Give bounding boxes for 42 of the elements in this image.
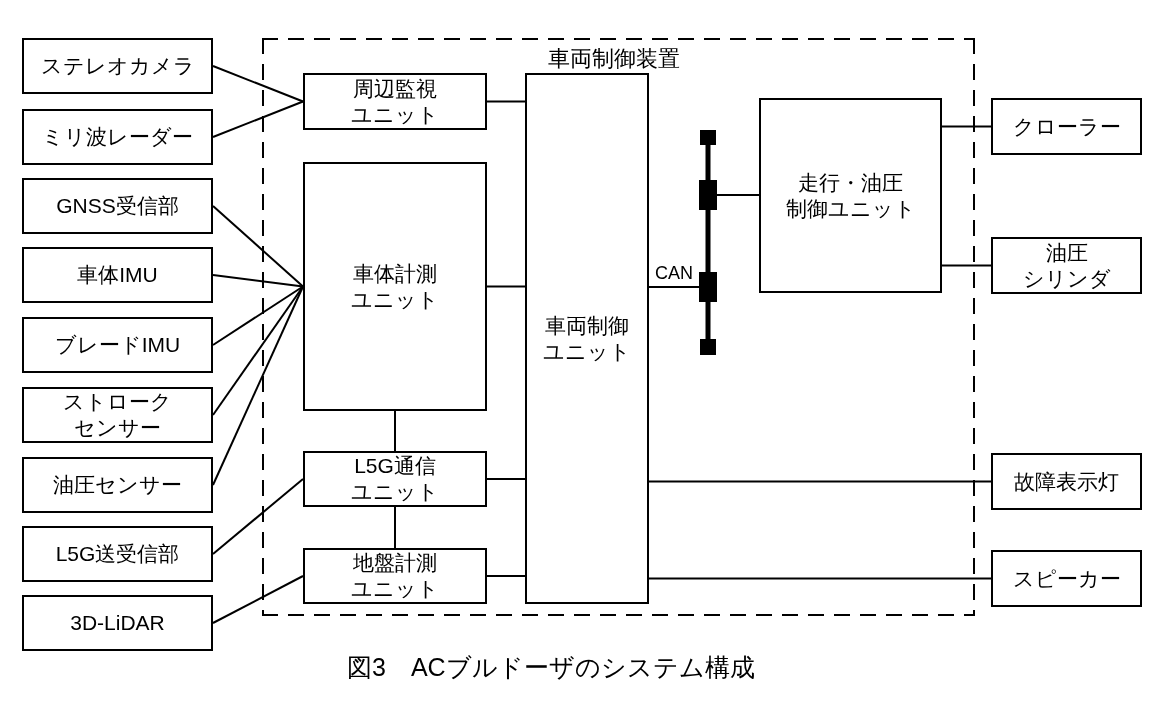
device-box: 油圧センサー <box>22 457 213 513</box>
unit-box: L5G通信ユニット <box>303 451 487 507</box>
unit-box: 地盤計測ユニット <box>303 548 487 604</box>
connector-line <box>648 286 700 289</box>
connector-line <box>716 194 760 196</box>
unit-box: 車体計測ユニット <box>303 162 487 411</box>
connector-line <box>212 205 304 288</box>
connector-line <box>212 285 304 346</box>
device-box: ミリ波レーダー <box>22 109 213 165</box>
device-box: ステレオカメラ <box>22 38 213 94</box>
device-box: 3D-LiDAR <box>22 595 213 651</box>
connector-line <box>212 65 304 103</box>
device-box: 油圧シリンダ <box>991 237 1142 294</box>
device-box: 故障表示灯 <box>991 453 1142 510</box>
device-box: ストロークセンサー <box>22 387 213 443</box>
connector-line <box>486 285 526 288</box>
connector-line <box>212 575 304 624</box>
connector-line <box>486 575 526 577</box>
connector-line <box>941 125 992 128</box>
connector-line <box>394 506 396 549</box>
connector-line <box>486 478 526 480</box>
unit-box: 走行・油圧制御ユニット <box>759 98 942 293</box>
device-box: 車体IMU <box>22 247 213 303</box>
connector-line <box>486 100 526 103</box>
connector-line <box>212 478 304 555</box>
unit-box: 車両制御ユニット <box>525 73 649 604</box>
device-box: スピーカー <box>991 550 1142 607</box>
connector-line <box>941 264 992 267</box>
device-box: L5G送受信部 <box>22 526 213 582</box>
connector-line <box>394 410 396 452</box>
frame-title: 車両制御装置 <box>548 46 680 72</box>
device-box: ブレードIMU <box>22 317 213 373</box>
unit-box: 周辺監視ユニット <box>303 73 487 130</box>
connector-line <box>648 577 992 580</box>
connector-line <box>212 274 304 288</box>
bus-bar <box>699 130 717 355</box>
connector-line <box>212 100 304 138</box>
device-box: GNSS受信部 <box>22 178 213 234</box>
dashed-frame <box>262 38 975 616</box>
device-box: クローラー <box>991 98 1142 155</box>
connector-line <box>648 480 992 483</box>
figure-caption: 図3 ACブルドーザのシステム構成 <box>347 652 755 682</box>
